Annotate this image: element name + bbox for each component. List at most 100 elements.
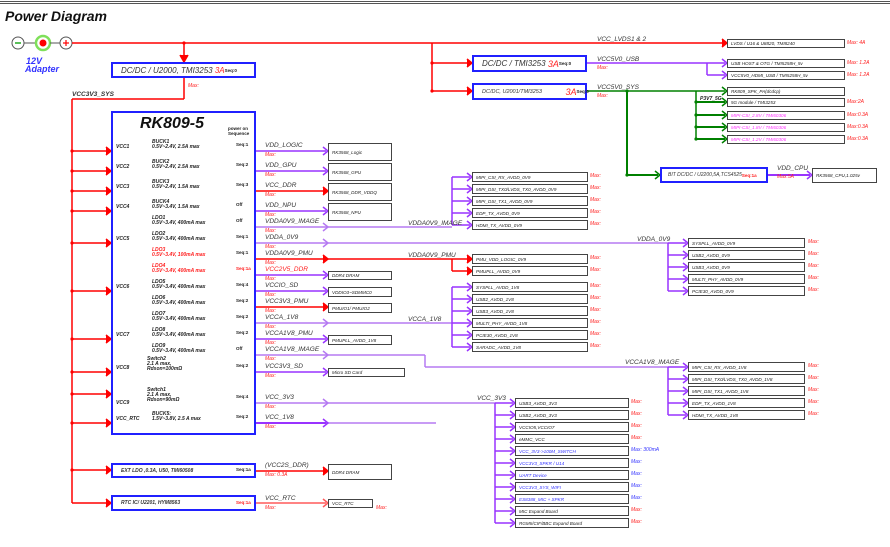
rail-label: VCC2V5_DDR xyxy=(265,266,308,273)
channel-name: Switch2 xyxy=(147,356,166,362)
load-max: Max: xyxy=(590,331,601,337)
load-box: SYSPLL_AVDD_0V9 xyxy=(688,238,805,248)
arrow-head-icon xyxy=(179,54,189,64)
branch-label: VDDA_0V9 xyxy=(637,236,671,243)
channel-seq: Seq:4 xyxy=(236,282,249,287)
arrow-head-icon xyxy=(322,222,330,232)
rail-max: Max: xyxy=(265,260,276,266)
channel-name: BUCK2 xyxy=(152,159,170,165)
channel-spec: 2.1 A max, xyxy=(147,392,172,398)
junction-dot xyxy=(70,209,74,213)
load-max: Max: 300mA xyxy=(631,447,660,453)
junction-dot xyxy=(70,468,74,472)
channel-name: BUCK5: xyxy=(152,411,171,417)
load-box: MIPI_CSI_RX_AVDD_0V9 xyxy=(472,172,588,182)
load-box: USB2_AVDD_1V8 xyxy=(472,294,588,304)
channel-spec: 1.5V~3.8V, 2.5 A max xyxy=(152,416,201,422)
branch-label: VCCA_1V8 xyxy=(408,316,442,323)
pmic-sequence-note: Sequence xyxy=(228,131,250,136)
junction-dot xyxy=(182,41,186,45)
sys-rail-label: VCC5V0_SYS xyxy=(597,84,639,91)
lvds-max: Max: 4A xyxy=(847,40,866,46)
rail-max: Max: xyxy=(265,172,276,178)
rail-max: Max: xyxy=(265,340,276,346)
dc-jack-pin-icon xyxy=(39,39,47,47)
load-box: VCCIO5,VCCIO7 xyxy=(515,422,629,432)
usb-load-box: USB HOST & OTG / TMI5258H_5v xyxy=(727,59,845,68)
channel-seq: Seq:3 xyxy=(236,182,249,187)
lvds-rail-label: VCC_LVDS1 & 2 xyxy=(597,36,647,43)
channel-name: LDO5 xyxy=(152,279,166,285)
rail-label: VCCIO_SD xyxy=(265,282,299,289)
channel-seq: Off xyxy=(236,218,243,223)
load-max: Max: xyxy=(631,459,642,465)
load-box: eMMC_VCC xyxy=(515,434,629,444)
junction-dot xyxy=(70,289,74,293)
load-max: Max: xyxy=(590,267,601,273)
rail-max: Max: xyxy=(265,152,276,158)
load-box: UART Device xyxy=(515,470,629,480)
channel-spec: Rdson=100mΩ xyxy=(147,366,183,372)
channel-name: BUCK3 xyxy=(152,179,170,185)
load-max: Max: xyxy=(590,295,601,301)
load-box: RK3568_NPU xyxy=(328,203,392,221)
channel-name: LDO1 xyxy=(152,215,166,221)
load-max: Max: xyxy=(590,185,601,191)
channel-name: LDO7 xyxy=(152,311,166,317)
pmic-input-label: VCC9 xyxy=(116,400,130,406)
junction-dot xyxy=(625,173,629,177)
load-box: MULTI_PHY_AVDD_1V8 xyxy=(472,318,588,328)
load-box: Micro SD Card xyxy=(328,368,405,377)
rail-label: VCC_3V3 xyxy=(265,394,294,401)
rail-max: Max: xyxy=(265,192,276,198)
rtc-load-max: Max: xyxy=(376,505,387,511)
rail-label: VDDA_0V9 xyxy=(265,234,299,241)
main-dcdc-current: 3A xyxy=(214,65,225,75)
load-box: EDP_TX_AVDD_0V9 xyxy=(472,208,588,218)
channel-seq: Seq:1 xyxy=(236,234,249,239)
channel-spec: 0.5V~3.4V, 400mA max xyxy=(152,348,206,354)
load-box: USB3_AVDD_0V9 xyxy=(688,262,805,272)
top-border xyxy=(0,1,890,2)
channel-seq: Seq:1 xyxy=(236,142,249,147)
pmic-rk809-box xyxy=(111,111,256,435)
ext-ldo-seq: Seq:1a xyxy=(236,467,251,472)
channel-name: LDO4 xyxy=(152,263,166,269)
load-max: Max: xyxy=(631,519,642,525)
ext-ldo-rail: (VCC2S_DDR) xyxy=(265,462,309,469)
sys-dcdc-box-current: 3A xyxy=(565,86,577,97)
main-dcdc-label: DC/DC / U2000, TMI3253 xyxy=(121,65,213,75)
load-box: HDMI_TX_AVDD_0V9 xyxy=(472,220,588,230)
pmic-input-label: VCC8 xyxy=(116,365,130,371)
channel-spec: 0.5V~3.4V, 400mA max xyxy=(152,268,206,274)
load-max: Max: xyxy=(590,255,601,261)
junction-dot xyxy=(70,392,74,396)
arrow-head-icon xyxy=(322,318,330,328)
load-max: Max: xyxy=(808,387,819,393)
sys-load-box: MIPI-CSI_1.8V / TMI60306 xyxy=(727,123,845,132)
load-box: MIPI_DSI_TX1_AVDD_1V8 xyxy=(688,386,805,396)
lvds-load-box: LVDS / U16 & U8820, TMI8240 xyxy=(727,39,845,48)
rail-max: Max: xyxy=(265,212,276,218)
sys-rail-max: Max: xyxy=(597,93,608,99)
channel-spec: 0.5V~3.4V, 400mA max xyxy=(152,236,206,242)
top-border xyxy=(0,3,890,4)
p3v7-5g-label: P3V7_5G xyxy=(700,96,722,102)
channel-spec: 0.5V~3.4V, 400mA max xyxy=(152,220,206,226)
channel-spec: 0.5V~3.4V, 400mA max xyxy=(152,300,206,306)
pmic-input-label: VCC5 xyxy=(116,236,130,242)
rail-max: Max: xyxy=(265,424,276,430)
junction-dot xyxy=(70,149,74,153)
cpu-load-box: RK3568_CPU,1.025v xyxy=(812,168,877,183)
load-box: PCIE30_AVDD_1V8 xyxy=(472,330,588,340)
load-max: Max:0.3A xyxy=(847,112,869,118)
load-max: Max: xyxy=(631,435,642,441)
load-box: MULTI_PHY_AVDD_0V9 xyxy=(688,274,805,284)
load-box: SARADC_AVDD_1V8 xyxy=(472,342,588,352)
rail-max: Max: xyxy=(265,373,276,379)
channel-spec: 0.5V~3.4V, 400mA max xyxy=(152,284,206,290)
load-box: MIPI_DSI_TX0/LVDS_TX0_AVDD_1V8 xyxy=(688,374,805,384)
